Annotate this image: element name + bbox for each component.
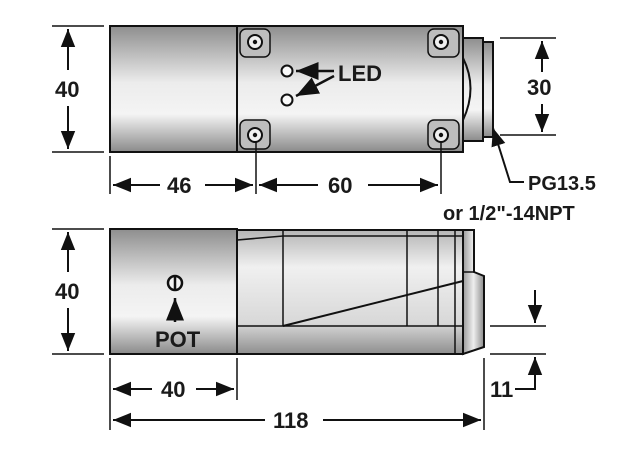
- screw-icon: [239, 119, 271, 150]
- dim-side-height: 40: [55, 279, 79, 304]
- top-view: LED: [109, 25, 494, 153]
- side-view-dimensions: 40 40 118 11: [52, 228, 546, 433]
- top-connector-dome: [462, 57, 472, 121]
- side-head: [236, 229, 464, 355]
- led-icon: [280, 64, 294, 78]
- pot-label: POT: [155, 327, 201, 352]
- side-connector: [462, 229, 485, 356]
- top-connector-nut: [482, 41, 494, 138]
- dim-length-40: 40: [161, 377, 185, 402]
- led-icon: [280, 93, 294, 107]
- top-view-dimensions: 40 30 46 60 PG13.5 or 1/2"-14NPT: [52, 25, 596, 225]
- thread-label-line2: or 1/2"-14NPT: [443, 203, 575, 225]
- dim-length-46: 46: [167, 173, 191, 198]
- thread-label-line1: PG13.5: [528, 173, 596, 195]
- top-body-left: [109, 25, 238, 153]
- screw-icon: [427, 119, 460, 150]
- screw-icon: [427, 28, 460, 58]
- top-connector-collar: [462, 37, 484, 142]
- led-label: LED: [338, 61, 382, 86]
- dim-pg-diameter: 30: [527, 75, 551, 100]
- dim-total-length: 118: [273, 408, 309, 433]
- top-body-right: [236, 25, 464, 153]
- dim-length-60: 60: [328, 173, 352, 198]
- side-view: POT: [109, 228, 485, 356]
- side-body: [109, 228, 238, 355]
- dim-offset-11: 11: [490, 377, 513, 402]
- dim-top-height: 40: [55, 77, 79, 102]
- screw-icon: [239, 28, 271, 58]
